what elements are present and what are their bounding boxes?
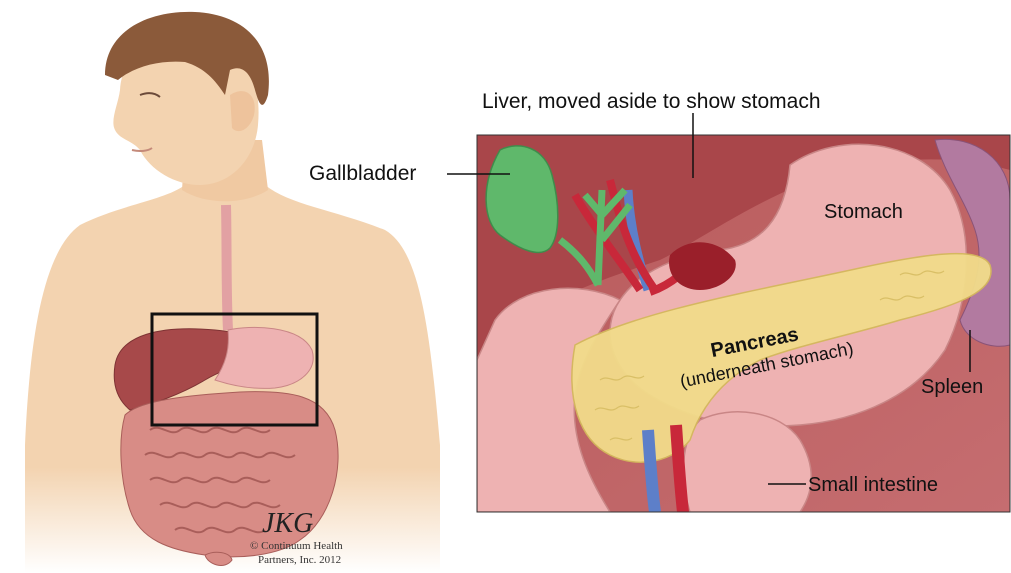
artery-inset xyxy=(676,425,683,512)
inset-panel xyxy=(477,135,1010,512)
human-figure xyxy=(25,12,440,573)
label-stomach: Stomach xyxy=(824,201,903,223)
credit-line-1: © Continuum Health xyxy=(250,540,343,552)
vein-inset xyxy=(648,430,655,512)
label-liver: Liver, moved aside to show stomach xyxy=(482,90,821,113)
label-spleen: Spleen xyxy=(921,376,983,398)
credit-line-2: Partners, Inc. 2012 xyxy=(258,554,341,566)
signature: JKG xyxy=(262,508,313,539)
esophagus xyxy=(226,205,228,330)
label-gallbladder: Gallbladder xyxy=(309,162,416,185)
stomach-small xyxy=(215,327,313,388)
label-small-intestine: Small intestine xyxy=(808,474,938,496)
